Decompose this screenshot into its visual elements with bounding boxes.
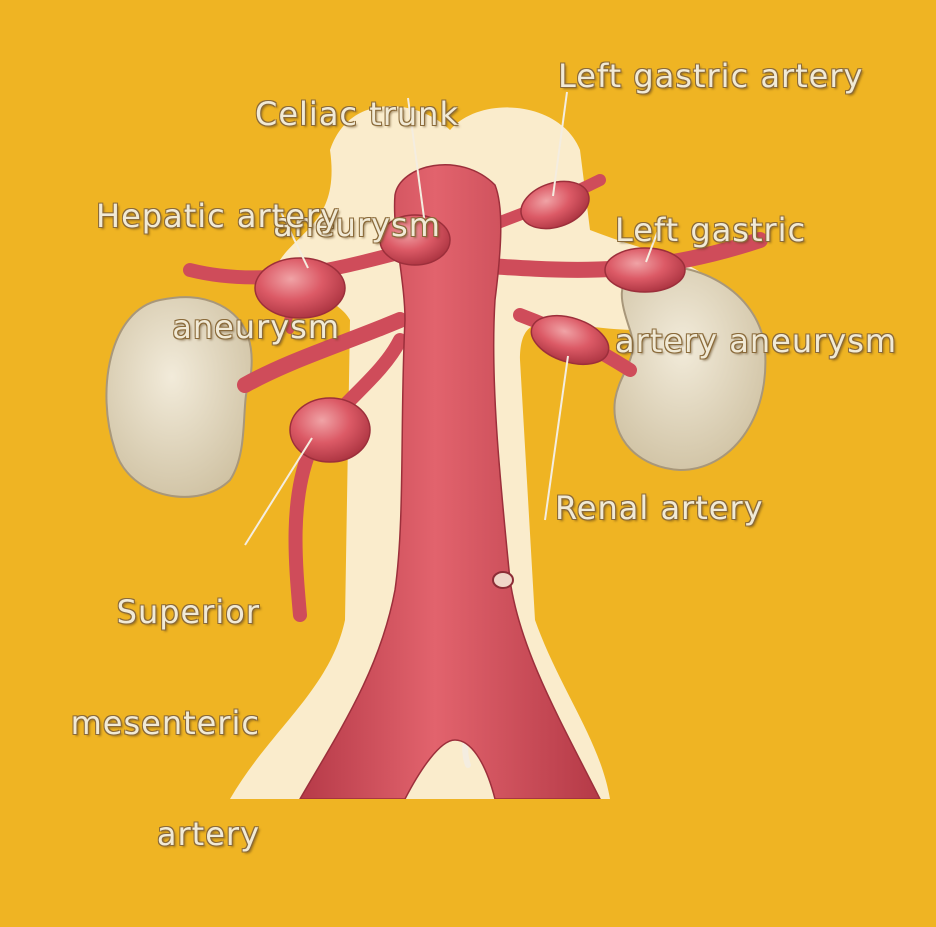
label-sma-line-3: artery [30, 816, 260, 853]
label-hepatic-line-1: Hepatic artery [40, 198, 340, 235]
label-lga-line-2: artery aneurysm [615, 323, 897, 360]
label-hepatic-artery-aneurysm: Hepatic artery aneurysm [40, 124, 340, 420]
label-sma-line-1: Superior [30, 594, 260, 631]
label-left-gastric-artery-aneurysm: Left gastric artery aneurysm [615, 138, 897, 434]
label-left-gastric-artery: Left gastric artery [558, 58, 863, 95]
anatomy-diagram: Celiac trunk aneurysm Left gastric arter… [0, 0, 936, 799]
label-sma-line-2: mesenteric [30, 705, 260, 742]
label-hepatic-line-2: aneurysm [40, 309, 340, 346]
inferior-mesenteric-stub [493, 572, 513, 588]
label-superior-mesenteric-artery: Superior mesenteric artery [30, 520, 260, 927]
label-lga-line-1: Left gastric [615, 212, 897, 249]
label-renal-artery: Renal artery [555, 490, 764, 527]
